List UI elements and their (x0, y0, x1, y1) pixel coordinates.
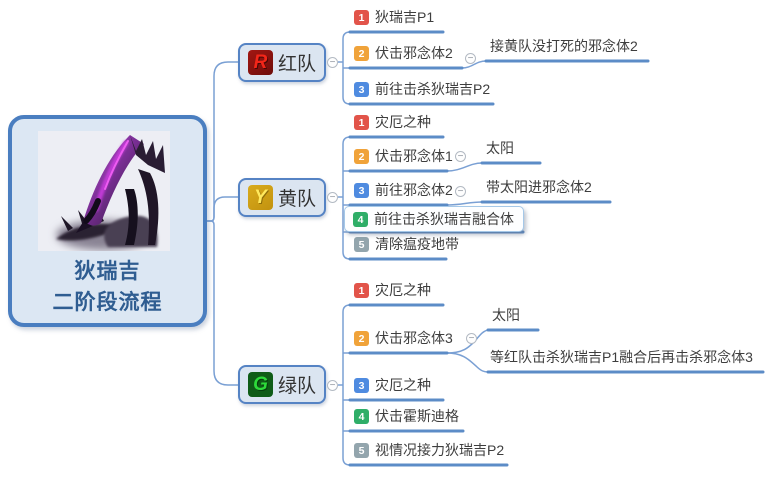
priority-3-icon: 3 (354, 82, 369, 97)
collapse-icon[interactable]: − (455, 151, 466, 162)
root-branch-connectors (207, 61, 238, 386)
yellow-team-icon: Y (247, 185, 273, 210)
topic-label: 伏击邪念体1 (375, 148, 453, 164)
topic-label: 清除瘟疫地带 (375, 236, 459, 252)
topic-yellow-1[interactable]: 1 灾厄之种 (354, 114, 431, 131)
topic-green-5[interactable]: 5 视情况接力狄瑞吉P2 (354, 442, 504, 459)
topic-label: 前往邪念体2 (375, 182, 453, 198)
priority-1-icon: 1 (354, 10, 369, 25)
branch-label-yellow: 黄队 (277, 189, 316, 210)
subtopic-green-2-1[interactable]: 太阳 (492, 307, 520, 324)
topic-green-2[interactable]: 2 伏击邪念体3 (354, 330, 453, 347)
topic-label: 太阳 (492, 307, 520, 323)
priority-5-icon: 5 (354, 237, 369, 252)
topic-label: 伏击邪念体2 (375, 45, 453, 61)
boss-image (38, 131, 170, 251)
topic-label: 前往击杀狄瑞吉融合体 (374, 210, 514, 227)
topic-green-3[interactable]: 3 灾厄之种 (354, 377, 431, 394)
collapse-icon[interactable]: − (327, 380, 338, 391)
priority-1-icon: 1 (354, 283, 369, 298)
topic-label: 前往击杀狄瑞吉P2 (375, 81, 491, 97)
collapse-icon[interactable]: − (327, 192, 338, 203)
minus-glyph: − (468, 332, 475, 344)
topic-label: 等红队击杀狄瑞吉P1融合后再击杀邪念体3 (490, 349, 753, 365)
priority-3-icon: 3 (354, 183, 369, 198)
topic-label: 灾厄之种 (375, 114, 431, 130)
priority-2-icon: 2 (354, 46, 369, 61)
topic-label: 伏击邪念体3 (375, 330, 453, 346)
collapse-icon[interactable]: − (465, 53, 476, 64)
priority-1-icon: 1 (354, 115, 369, 130)
boss-creature-illustration (38, 131, 170, 251)
topic-label: 灾厄之种 (375, 282, 431, 298)
priority-5-icon: 5 (354, 443, 369, 458)
topic-green-1[interactable]: 1 灾厄之种 (354, 282, 431, 299)
branch-topic-green-team[interactable]: G 绿队 (238, 365, 326, 404)
topic-label: 带太阳进邪念体2 (486, 179, 592, 195)
topic-label: 灾厄之种 (375, 377, 431, 393)
minus-glyph: − (457, 150, 464, 162)
topic-green-4[interactable]: 4 伏击霍斯迪格 (354, 408, 459, 425)
branch-label-green: 绿队 (277, 376, 316, 397)
topic-yellow-4-selected[interactable]: 4 前往击杀狄瑞吉融合体 (344, 206, 524, 232)
topic-yellow-5[interactable]: 5 清除瘟疫地带 (354, 236, 459, 253)
priority-4-icon: 4 (354, 409, 369, 424)
branch-topic-yellow-team[interactable]: Y 黄队 (238, 178, 326, 217)
collapse-icon[interactable]: − (327, 57, 338, 68)
red-branch-connectors (338, 30, 650, 106)
minus-glyph: − (457, 185, 464, 197)
topic-label: 视情况接力狄瑞吉P2 (375, 442, 505, 458)
red-team-icon: R (247, 50, 273, 75)
topic-yellow-3[interactable]: 3 前往邪念体2 (354, 182, 453, 199)
root-title-line2: 二阶段流程 (52, 291, 163, 314)
yellow-branch-connectors (338, 135, 612, 261)
minus-glyph: − (329, 191, 336, 203)
priority-4-icon: 4 (353, 212, 368, 227)
priority-2-icon: 2 (354, 331, 369, 346)
topic-yellow-2[interactable]: 2 伏击邪念体1 (354, 148, 453, 165)
priority-3-icon: 3 (354, 378, 369, 393)
collapse-icon[interactable]: − (466, 333, 477, 344)
topic-red-3[interactable]: 3 前往击杀狄瑞吉P2 (354, 81, 490, 98)
minus-glyph: − (329, 56, 336, 68)
topic-label: 太阳 (486, 140, 514, 156)
subtopic-red-2-1[interactable]: 接黄队没打死的邪念体2 (490, 38, 638, 55)
topic-red-1[interactable]: 1 狄瑞吉P1 (354, 9, 434, 26)
minus-glyph: − (329, 379, 336, 391)
topic-red-2[interactable]: 2 伏击邪念体2 (354, 45, 453, 62)
root-title-line1: 狄瑞吉 (74, 260, 141, 283)
subtopic-green-2-2[interactable]: 等红队击杀狄瑞吉P1融合后再击杀邪念体3 (490, 349, 753, 366)
priority-2-icon: 2 (354, 149, 369, 164)
branch-topic-red-team[interactable]: R 红队 (238, 43, 326, 82)
green-team-icon: G (247, 372, 273, 397)
topic-label: 接黄队没打死的邪念体2 (490, 38, 638, 54)
minus-glyph: − (467, 52, 474, 64)
branch-label-red: 红队 (277, 54, 316, 75)
collapse-icon[interactable]: − (455, 186, 466, 197)
topic-label: 伏击霍斯迪格 (375, 408, 459, 424)
subtopic-yellow-3-1[interactable]: 带太阳进邪念体2 (486, 179, 592, 196)
root-topic[interactable]: 狄瑞吉 二阶段流程 (8, 115, 207, 327)
subtopic-yellow-2-1[interactable]: 太阳 (486, 140, 514, 157)
topic-label: 狄瑞吉P1 (375, 9, 435, 25)
